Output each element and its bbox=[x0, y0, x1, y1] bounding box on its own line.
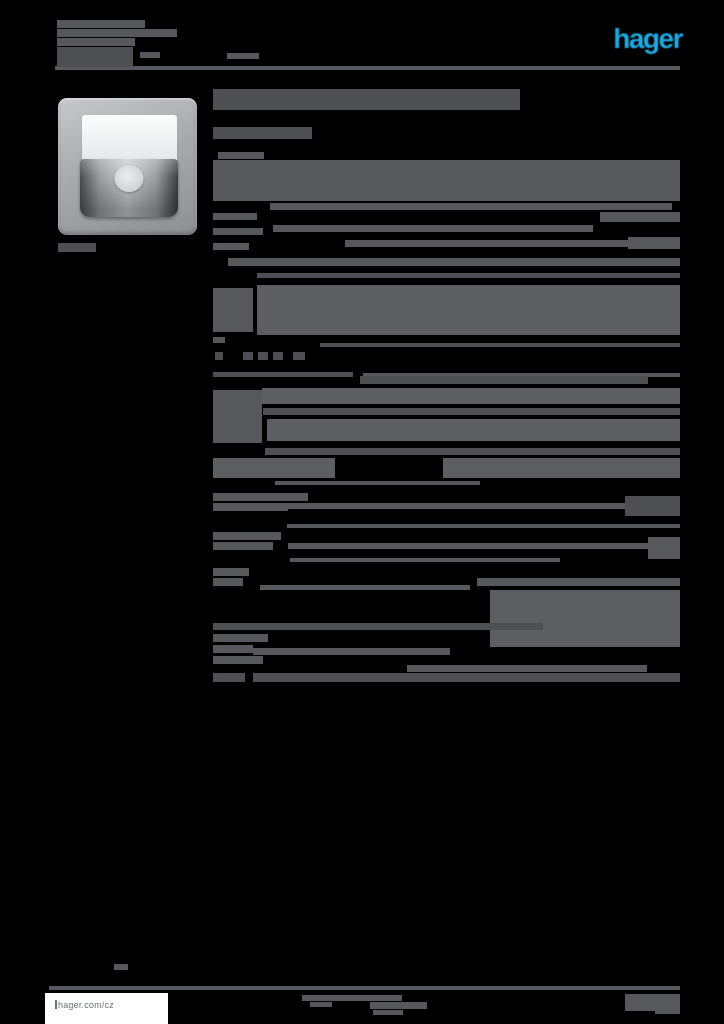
redacted-text-bar bbox=[288, 543, 648, 549]
redacted-text-bar bbox=[477, 578, 680, 586]
redacted-text-bar bbox=[600, 212, 680, 222]
redacted-text-bar bbox=[213, 656, 263, 664]
detector-lens-window bbox=[82, 115, 177, 160]
redacted-text-bar bbox=[215, 352, 223, 360]
detector-sensor-body bbox=[80, 159, 178, 217]
redacted-text-bar bbox=[287, 524, 680, 528]
redacted-text-bar bbox=[213, 645, 253, 653]
redacted-text-bar bbox=[370, 1002, 427, 1009]
redacted-text-bar bbox=[267, 419, 680, 441]
redacted-text-bar bbox=[265, 448, 680, 455]
redacted-text-bar bbox=[49, 986, 680, 990]
redacted-text-bar bbox=[213, 228, 263, 235]
redacted-text-bar bbox=[257, 273, 680, 278]
website-link[interactable]: hager.com/cz bbox=[58, 1000, 114, 1010]
redacted-text-bar bbox=[320, 343, 680, 347]
redacted-text-bar bbox=[57, 29, 177, 37]
redacted-text-bar bbox=[213, 372, 353, 377]
redacted-text-bar bbox=[648, 537, 680, 559]
redacted-text-bar bbox=[213, 634, 268, 642]
redacted-text-bar bbox=[213, 493, 308, 501]
redacted-text-bar bbox=[345, 240, 632, 247]
redacted-text-bar bbox=[273, 225, 593, 232]
redacted-text-bar bbox=[443, 458, 680, 478]
redacted-text-bar bbox=[218, 152, 264, 159]
redacted-text-bar bbox=[490, 590, 680, 647]
redacted-text-bar bbox=[213, 127, 312, 139]
redacted-text-bar bbox=[57, 20, 145, 28]
redacted-text-bar bbox=[213, 337, 225, 343]
product-photo bbox=[58, 98, 197, 235]
redacted-text-bar bbox=[213, 89, 520, 110]
redacted-text-bar bbox=[213, 542, 273, 550]
redacted-text-bar bbox=[263, 408, 680, 415]
redacted-text-bar bbox=[213, 243, 249, 250]
redacted-text-bar bbox=[57, 38, 135, 46]
redacted-text-bar bbox=[228, 258, 680, 266]
redacted-text-bar bbox=[213, 532, 281, 540]
redacted-text-bar bbox=[270, 203, 672, 210]
redacted-text-bar bbox=[213, 390, 262, 443]
redacted-text-bar bbox=[257, 285, 680, 335]
redacted-text-bar bbox=[213, 503, 288, 511]
redacted-text-bar bbox=[407, 665, 647, 672]
redacted-text-bar bbox=[213, 673, 245, 682]
redacted-text-bar bbox=[57, 47, 133, 67]
redacted-text-bar bbox=[58, 243, 96, 252]
redacted-text-bar bbox=[213, 578, 243, 586]
redacted-text-bar bbox=[140, 52, 160, 58]
redacted-text-bar bbox=[213, 288, 253, 332]
website-box[interactable]: hager.com/cz bbox=[45, 993, 168, 1024]
redacted-text-bar bbox=[213, 213, 257, 220]
redacted-text-bar bbox=[275, 481, 480, 485]
redacted-text-bar bbox=[258, 352, 268, 360]
redacted-text-bar bbox=[360, 376, 648, 384]
redacted-text-bar bbox=[243, 352, 253, 360]
detector-button-icon bbox=[114, 165, 144, 192]
redacted-text-bar bbox=[262, 388, 680, 404]
redacted-text-bar bbox=[625, 496, 680, 516]
redacted-text-bar bbox=[213, 568, 249, 576]
redacted-text-bar bbox=[213, 623, 543, 630]
redacted-text-bar bbox=[290, 558, 560, 562]
redacted-text-bar bbox=[253, 673, 680, 682]
redacted-text-bar bbox=[373, 1010, 403, 1015]
hager-logo: hager bbox=[613, 23, 683, 54]
redacted-text-bar bbox=[363, 373, 680, 377]
header-divider bbox=[55, 66, 680, 70]
redacted-text-bar bbox=[302, 995, 402, 1001]
redacted-text-bar bbox=[655, 1011, 680, 1014]
redacted-text-bar bbox=[273, 352, 283, 360]
redacted-text-bar bbox=[227, 53, 259, 59]
redacted-text-bar bbox=[213, 160, 680, 201]
redacted-text-bar bbox=[253, 648, 450, 655]
redacted-text-bar bbox=[628, 237, 680, 249]
redacted-text-bar bbox=[260, 585, 470, 590]
logo-mark-icon bbox=[55, 1000, 57, 1009]
redacted-text-bar bbox=[625, 994, 680, 1011]
redacted-text-bar bbox=[114, 964, 128, 970]
redacted-text-bar bbox=[213, 458, 335, 478]
redacted-text-bar bbox=[310, 1002, 332, 1007]
redacted-text-bar bbox=[288, 503, 625, 509]
redacted-text-bar bbox=[293, 352, 305, 360]
